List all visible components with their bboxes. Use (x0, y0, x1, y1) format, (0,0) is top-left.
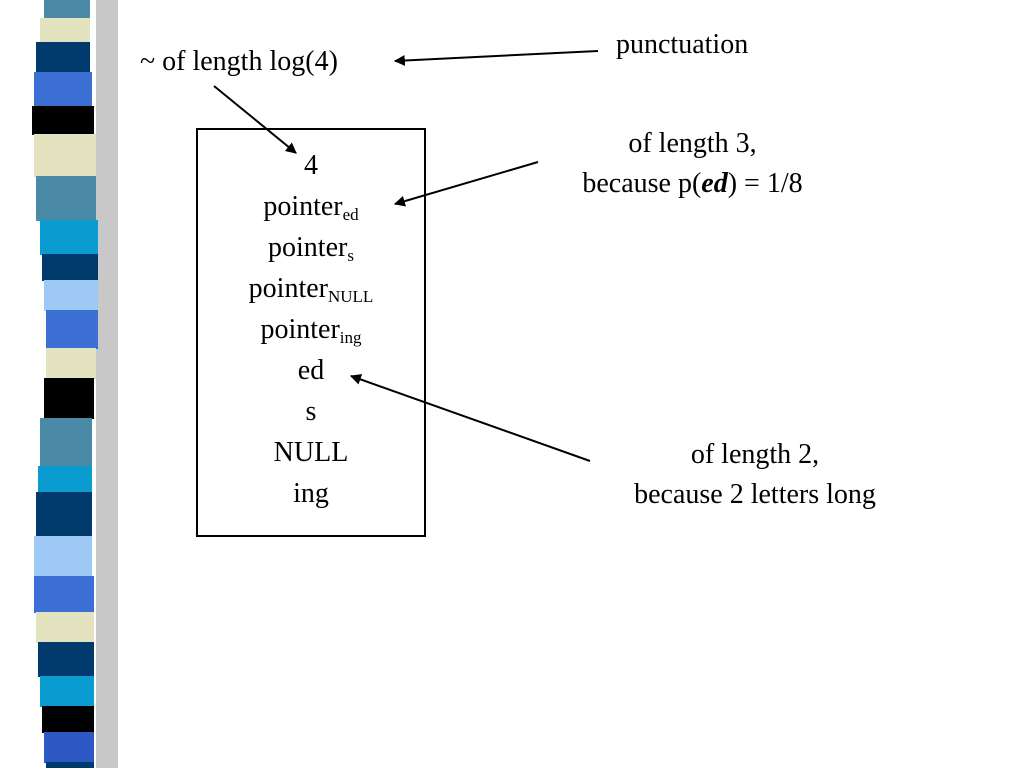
stripe-segment (46, 310, 98, 349)
box-line-text: 4 (304, 150, 318, 181)
stripe-segment (38, 642, 94, 677)
annotation-length3-line2: because p(ed) = 1/8 (560, 164, 825, 204)
arrow-length2-to-ed (349, 374, 591, 462)
stripe-segment (36, 42, 90, 73)
annotation-length3-emphasis: ed (701, 168, 728, 199)
stripe-segments (32, 0, 98, 768)
stripe-segment (38, 466, 92, 493)
annotation-length2-line2: because 2 letters long (634, 479, 876, 510)
annotation-log4-label: ~ of length log(4) (140, 46, 338, 77)
box-line-text: NULL (273, 437, 349, 468)
box-line: pointering (198, 310, 424, 351)
stripe-segment (34, 134, 96, 177)
stripe-segment (36, 492, 92, 537)
box-line: 4 (198, 146, 424, 187)
stripe-segment (42, 254, 98, 281)
box-line: ed (198, 351, 424, 392)
stripe-segment (40, 18, 90, 43)
box-line: ing (198, 474, 424, 515)
stripe-segment (34, 576, 94, 613)
annotation-punctuation-label: punctuation (616, 29, 749, 60)
box-line: NULL (198, 433, 424, 474)
box-line-subscript: NULL (327, 287, 374, 306)
box-line-text: pointer (263, 191, 343, 222)
stripe-segment (34, 536, 92, 577)
annotation-length2: of length 2, because 2 letters long (605, 435, 905, 515)
box-line-text: ed (297, 355, 325, 386)
stripe-segment (46, 762, 94, 768)
stripe-segment (40, 676, 94, 707)
box-line-text: pointer (248, 273, 328, 304)
stripe-segment (32, 106, 94, 135)
box-line-text: pointer (268, 232, 348, 263)
box-line-text: s (305, 396, 317, 427)
annotation-length3-prefix: because p( (582, 168, 702, 199)
box-line: pointered (198, 187, 424, 228)
box-line-text: pointer (260, 314, 340, 345)
box-line-subscript: ed (342, 205, 359, 224)
stripe-segment (40, 220, 98, 255)
box-line: s (198, 392, 424, 433)
annotation-length3: of length 3, because p(ed) = 1/8 (560, 124, 825, 204)
annotation-length3-line1: of length 3, (628, 128, 757, 159)
arrow-log4-to-four (213, 85, 297, 154)
stripe-segment (42, 706, 94, 733)
annotation-length3-suffix: ) = 1/8 (727, 168, 803, 199)
stripe-shadow (96, 0, 118, 768)
stripe-segment (40, 418, 92, 467)
box-line: pointerNULL (198, 269, 424, 310)
box-line-subscript: s (347, 246, 354, 265)
box-line: pointers (198, 228, 424, 269)
box-line-text: ing (293, 478, 329, 509)
arrow-punctuation-to-log4 (393, 50, 599, 67)
stripe-segment (36, 176, 96, 221)
annotation-length2-line1: of length 2, (690, 439, 820, 470)
stripe-segment (46, 348, 96, 379)
stripe-segment (44, 378, 94, 419)
stripe-segment (34, 72, 92, 107)
arrow-length3-to-pointer-ed (393, 161, 539, 207)
stripe-segment (44, 732, 94, 763)
stripe-segment (44, 280, 98, 311)
box-line-subscript: ing (339, 328, 362, 347)
decorative-stripe-band (32, 0, 118, 768)
stripe-segment (44, 0, 90, 19)
stripe-segment (36, 612, 94, 643)
